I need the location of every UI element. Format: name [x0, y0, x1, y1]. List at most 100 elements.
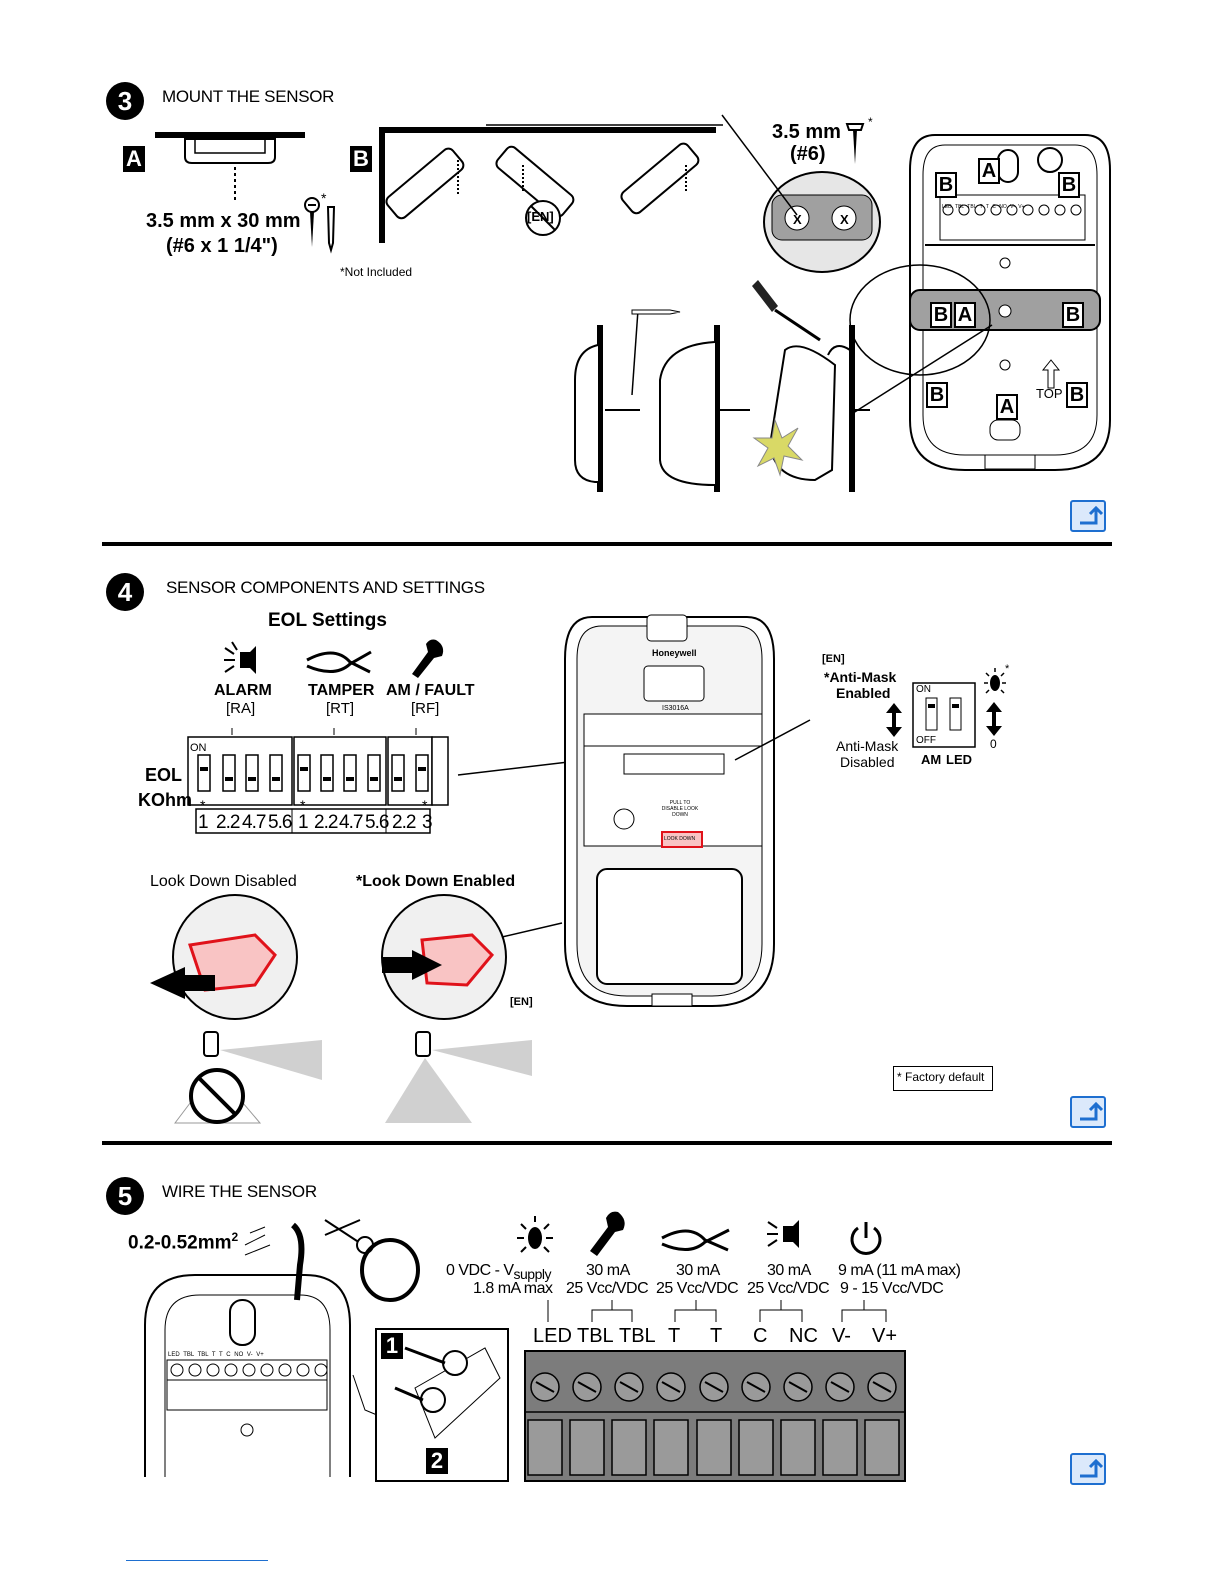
look-down-enabled-label: *Look Down Enabled	[356, 873, 516, 890]
plate-label-a1: A	[978, 158, 1000, 184]
power-icon	[850, 1222, 882, 1255]
group-amfault-name: AM / FAULT	[386, 682, 475, 699]
brand-label: Honeywell	[652, 648, 697, 658]
screwdriver-icon	[752, 280, 851, 356]
cable-tie-icon	[324, 1219, 420, 1302]
not-included-note: *Not Included	[340, 265, 413, 279]
switch-off-label: OFF	[916, 735, 936, 746]
terminal-led: LED	[533, 1325, 572, 1347]
switch-led-label: LED	[946, 752, 972, 767]
dip-value-2: 2.2	[216, 812, 240, 833]
dip-on-label: ON	[190, 742, 207, 754]
back-plate-terminal-strip: LED TBL TBL T T C NO V- V+	[942, 204, 1025, 210]
return-arrow-icon	[1080, 1101, 1104, 1121]
group-alarm-code: [RA]	[226, 700, 256, 717]
callout-1: 1	[381, 1333, 403, 1359]
updown-arrow-icon-2	[986, 702, 1002, 736]
spec-power-line2: 9 - 15 Vcc/VDC	[840, 1280, 944, 1297]
x-mark-2: X	[840, 212, 849, 227]
led-off-symbol: 0	[990, 737, 997, 751]
plate-label-b1: B	[935, 172, 957, 198]
terminal-block	[524, 1350, 906, 1482]
led-icon	[517, 1216, 553, 1253]
spec-led-line2: 1.8 mA max	[473, 1280, 553, 1297]
spec-tbl-line2: 25 Vcc/VDC	[566, 1280, 649, 1297]
back-to-top-button-3[interactable]	[1070, 1453, 1106, 1485]
step-4-title: SENSOR COMPONENTS AND SETTINGS	[166, 578, 485, 597]
wrench-icon	[412, 639, 444, 678]
dip-value-4: 5.6	[268, 812, 292, 833]
group-amfault-code: [RF]	[411, 700, 440, 717]
look-down-enabled-zoom	[381, 894, 563, 1020]
dip-default-mark-1: *	[200, 797, 206, 813]
section-divider-1	[102, 542, 1112, 546]
label-b-box: B	[350, 146, 372, 172]
step-4-number: 4	[106, 573, 144, 611]
wiring-terminal-strip: LED TBL TBL T T C NO V- V+	[168, 1352, 264, 1358]
group-alarm-name: ALARM	[214, 682, 272, 699]
footnote-rule	[126, 1560, 268, 1561]
label-a-box: A	[123, 146, 145, 172]
screw-icon	[304, 197, 336, 254]
screw-size-2b: (#6)	[790, 143, 826, 165]
updown-arrow-icon	[886, 703, 902, 737]
terminal-c: C	[753, 1325, 768, 1347]
dip-value-8: 5.6	[365, 812, 389, 833]
screw-zoom-circle	[721, 114, 881, 273]
side-mount-sequence	[574, 309, 870, 492]
terminal-tbl-2: TBL	[619, 1325, 656, 1347]
eol-label: EOL	[145, 765, 183, 785]
dip-default-mark-3: *	[422, 797, 428, 813]
screw-size-1b: (#6 x 1 1/4")	[166, 235, 278, 257]
spec-led-text: 0 VDC - V	[446, 1262, 514, 1279]
spec-led-sub: supply	[513, 1266, 552, 1283]
screw-icon-small	[845, 123, 865, 164]
antimask-enabled-2: Enabled	[836, 685, 891, 701]
sensor-open-unit	[564, 614, 775, 1007]
look-down-en-tag: [EN]	[510, 996, 533, 1008]
screw-size-1: 3.5 mm x 30 mm	[146, 210, 301, 232]
plate-label-b5: B	[926, 382, 948, 408]
dip-default-mark-2: *	[300, 797, 306, 813]
model-label: IS3016A	[662, 705, 689, 712]
spec-led-line1: 0 VDC - Vsupply	[446, 1262, 551, 1282]
antimask-disabled-1: Anti-Mask	[836, 738, 899, 754]
spec-cnc-line2: 25 Vcc/VDC	[747, 1280, 830, 1297]
antimask-disabled-2: Disabled	[840, 754, 895, 770]
spec-power-line1: 9 mA (11 mA max)	[838, 1262, 961, 1279]
group-tamper-code: [RT]	[326, 700, 355, 717]
plate-label-b2: B	[1058, 172, 1080, 198]
dip-value-5: 1	[298, 812, 309, 833]
x-mark-1: X	[793, 212, 802, 227]
dip-value-9: 2.2	[392, 812, 416, 833]
kohm-label: KOhm	[138, 790, 192, 810]
sensor-back-plate	[849, 134, 1111, 471]
back-to-top-button-2[interactable]	[1070, 1096, 1106, 1128]
dip-value-3: 4.7	[242, 812, 266, 833]
siren-icon	[224, 641, 256, 674]
wire-gauge-sup: 2	[231, 1230, 239, 1244]
am-led-switch	[912, 682, 976, 748]
plate-label-b4: B	[1062, 302, 1084, 328]
step-3-title: MOUNT THE SENSOR	[162, 87, 335, 106]
back-to-top-button-1[interactable]	[1070, 500, 1106, 532]
siren-icon	[767, 1220, 799, 1248]
terminal-nc: NC	[789, 1325, 818, 1347]
pliers-icon	[661, 1228, 730, 1252]
step-5-number: 5	[106, 1177, 144, 1215]
return-arrow-icon	[1080, 1458, 1104, 1478]
top-label: TOP	[1036, 386, 1063, 401]
screw-size-2: 3.5 mm	[772, 121, 841, 143]
step-5-title: WIRE THE SENSOR	[162, 1182, 317, 1201]
plate-label-b3: B	[930, 302, 952, 328]
group-tamper-name: TAMPER	[308, 682, 375, 699]
look-down-tab-label: LOOK DOWN	[664, 836, 696, 842]
terminal-tbl-1: TBL	[577, 1325, 614, 1347]
antimask-en-tag: [EN]	[822, 653, 845, 665]
spec-brackets	[547, 1300, 887, 1322]
callout-2: 2	[426, 1448, 448, 1474]
pull-to-disable-label: PULL TO DISABLE LOOK DOWN	[661, 800, 699, 818]
return-arrow-icon	[1080, 505, 1104, 525]
antimask-enabled-1: *Anti-Mask	[824, 669, 897, 685]
spec-cnc-line1: 30 mA	[767, 1262, 811, 1279]
